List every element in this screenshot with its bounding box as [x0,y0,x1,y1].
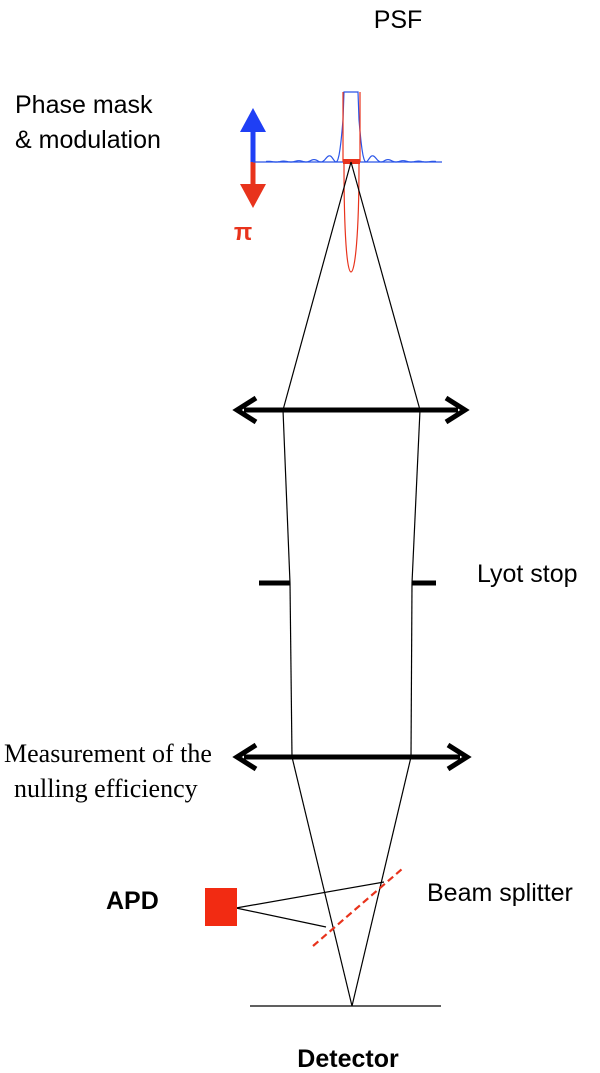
detector-label: Detector [297,1045,399,1073]
psf-curve [265,91,437,163]
ray-lens1-left [282,409,291,584]
ray-mask-right [350,161,421,411]
measurement-label-line2: nulling efficiency [14,774,198,803]
ray-lens2-left [291,756,353,1007]
arrow-up-head [240,108,266,132]
ray-lens2-right [351,756,412,1007]
lens-2 [232,742,472,772]
ray-mask-left [282,161,352,411]
arrow-down-head [240,184,266,208]
phase-mask-element [342,92,361,273]
apd-label: APD [106,887,159,915]
ray-apd-upper [235,881,385,909]
beam-splitter [312,868,403,947]
psf-label: PSF [374,6,423,34]
ray-lyot-left [289,582,293,758]
measurement-label-line1: Measurement of the [4,739,212,768]
ray-lens1-right [411,409,421,584]
ray-lyot-right [410,582,413,758]
modulation-arrows [240,108,266,208]
lens-1 [232,395,470,425]
pi-label: π [234,219,252,246]
lyot-stop-label: Lyot stop [477,560,578,588]
beam-splitter-label: Beam splitter [427,879,573,907]
phase-mask-label-line2: & modulation [15,126,161,154]
apd-box [205,888,237,926]
phase-mask-label-line1: Phase mask [15,91,153,119]
ray-apd-lower [235,907,327,928]
